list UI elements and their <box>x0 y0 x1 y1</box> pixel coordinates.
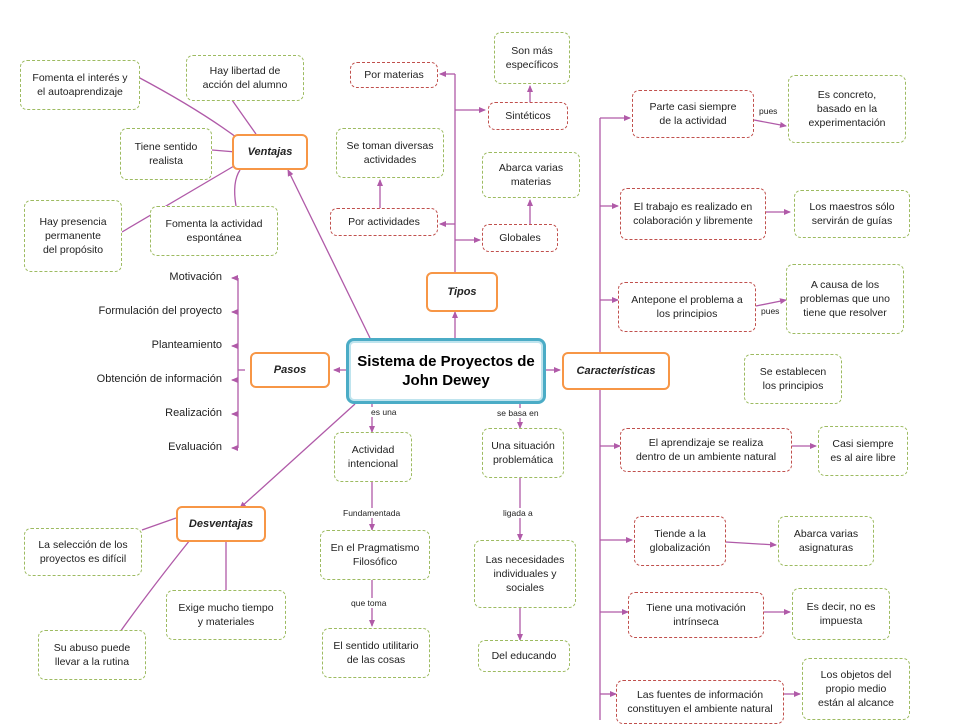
caracteristica-no-impuesta: Es decir, no es impuesta <box>792 588 890 640</box>
tipo-varias-materias: Abarca varias materias <box>482 152 580 198</box>
node-situacion-problematica: Una situación problemática <box>482 428 564 478</box>
node-educando: Del educando <box>478 640 570 672</box>
label-se-basa-en: se basa en <box>496 408 540 418</box>
paso-obtencion: Obtención de información <box>96 373 222 385</box>
caracteristica-globalizacion: Tiende a la globalización <box>634 516 726 566</box>
paso-formulacion: Formulación del proyecto <box>98 305 222 317</box>
tipo-sinteticos: Sintéticos <box>488 102 568 130</box>
caracteristica-varias-asignaturas: Abarca varias asignaturas <box>778 516 874 566</box>
caracteristica-concreto: Es concreto, basado en la experimentació… <box>788 75 906 143</box>
caracteristica-parte-actividad: Parte casi siempre de la actividad <box>632 90 754 138</box>
tipo-mas-especificos: Son más específicos <box>494 32 570 84</box>
caracteristica-objetos-medio: Los objetos del propio medio están al al… <box>802 658 910 720</box>
caracteristica-motivacion-intrinseca: Tiene una motivación intrínseca <box>628 592 764 638</box>
tipo-por-actividades: Por actividades <box>330 208 438 236</box>
ventaja-libertad: Hay libertad de acción del alumno <box>186 55 304 101</box>
category-desventajas: Desventajas <box>176 506 266 542</box>
category-pasos: Pasos <box>250 352 330 388</box>
caracteristica-a-causa: A causa de los problemas que uno tiene q… <box>786 264 904 334</box>
caracteristica-ambiente-natural: El aprendizaje se realiza dentro de un a… <box>620 428 792 472</box>
desventaja-seleccion: La selección de los proyectos es difícil <box>24 528 142 576</box>
ventaja-fomenta-interes: Fomenta el interés y el autoaprendizaje <box>20 60 140 110</box>
ventaja-actividad-espontanea: Fomenta la actividad espontánea <box>150 206 278 256</box>
node-actividad-intencional: Actividad intencional <box>334 432 412 482</box>
ventaja-presencia: Hay presencia permanente del propósito <box>24 200 122 272</box>
label-es-una: es una <box>370 407 398 417</box>
caracteristica-colaboracion: El trabajo es realizado en colaboración … <box>620 188 766 240</box>
central-topic: Sistema de Proyectos de John Dewey <box>346 338 546 404</box>
tipo-globales: Globales <box>482 224 558 252</box>
category-tipos: Tipos <box>426 272 498 312</box>
label-ligada-a: ligada a <box>502 508 534 518</box>
label-pues-1: pues <box>758 106 779 116</box>
label-fundamentada: Fundamentada <box>342 508 402 518</box>
caracteristica-aire-libre: Casi siempre es al aire libre <box>818 426 908 476</box>
desventaja-tiempo: Exige mucho tiempo y materiales <box>166 590 286 640</box>
node-necesidades: Las necesidades individuales y sociales <box>474 540 576 608</box>
paso-motivacion: Motivación <box>169 271 222 283</box>
category-caracteristicas: Características <box>562 352 670 390</box>
caracteristica-fuentes-informacion: Las fuentes de información constituyen e… <box>616 680 784 724</box>
node-pragmatismo: En el Pragmatismo Filosófico <box>320 530 430 580</box>
caracteristica-se-establecen: Se establecen los principios <box>744 354 842 404</box>
node-sentido-utilitario: El sentido utilitario de las cosas <box>322 628 430 678</box>
paso-evaluacion: Evaluación <box>168 441 222 453</box>
paso-realizacion: Realización <box>165 407 222 419</box>
label-pues-3: pues <box>760 306 781 316</box>
ventaja-sentido-realista: Tiene sentido realista <box>120 128 212 180</box>
category-ventajas: Ventajas <box>232 134 308 170</box>
caracteristica-maestros-guias: Los maestros sólo servirán de guías <box>794 190 910 238</box>
paso-planteamiento: Planteamiento <box>151 339 222 351</box>
caracteristica-antepone-problema: Antepone el problema a los principios <box>618 282 756 332</box>
desventaja-abuso: Su abuso puede llevar a la rutina <box>38 630 146 680</box>
label-que-toma: que toma <box>350 598 388 608</box>
tipo-por-materias: Por materias <box>350 62 438 88</box>
tipo-diversas-actividades: Se toman diversas actividades <box>336 128 444 178</box>
